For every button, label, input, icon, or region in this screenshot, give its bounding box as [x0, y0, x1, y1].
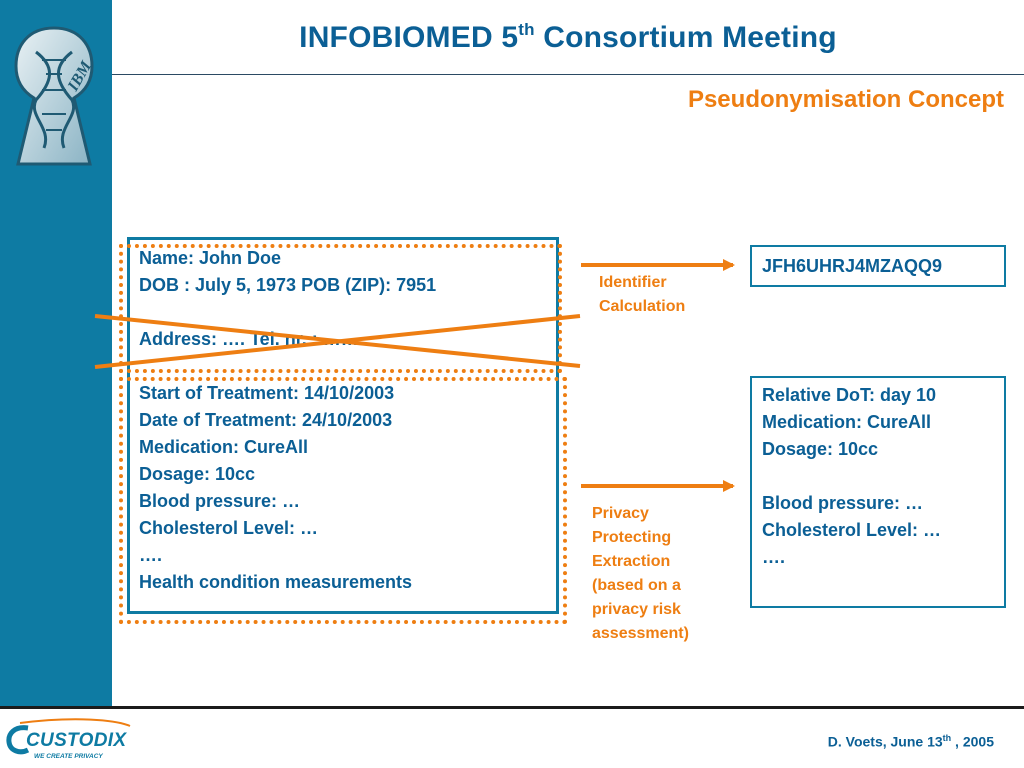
pseudonymised-record-text: Relative DoT: day 10 Medication: CureAll…	[762, 382, 941, 571]
record-line: Cholesterol Level: …	[762, 520, 942, 540]
svg-text:WE CREATE PRIVACY: WE CREATE PRIVACY	[34, 753, 103, 760]
custodix-logo: CUSTODIX WE CREATE PRIVACY	[6, 718, 131, 760]
record-line: Date of Treatment: 24/10/2003	[139, 410, 393, 430]
identifier-calculation-label: Identifier Calculation	[599, 274, 686, 315]
record-line: Medication: CureAll	[762, 412, 932, 432]
record-line: Dosage: 10cc	[139, 464, 256, 484]
identifying-data-region	[119, 244, 562, 373]
record-line: Health condition measurements	[139, 572, 413, 592]
footer-author: D. Voets, June 13th , 2005	[827, 733, 994, 750]
record-line: Dosage: 10cc	[762, 439, 879, 459]
record-line: DOB : July 5, 1973 POB (ZIP): 7951	[139, 275, 437, 295]
record-line: Relative DoT: day 10	[762, 385, 937, 405]
svg-text:CUSTODIX: CUSTODIX	[26, 730, 127, 751]
record-line: ….	[139, 545, 163, 565]
medical-data-region	[119, 377, 567, 624]
record-line: Start of Treatment: 14/10/2003	[139, 383, 395, 403]
privacy-extraction-label: Privacy Protecting Extraction (based on …	[592, 505, 689, 642]
pseudonym-value: JFH6UHRJ4MZAQQ9	[762, 256, 943, 276]
record-line: Blood pressure: …	[139, 491, 301, 511]
patient-record-box	[127, 237, 559, 614]
record-line: Name: John Doe	[139, 248, 282, 268]
cross-out-line	[94, 314, 581, 369]
record-line	[762, 463, 941, 490]
medical-data-text: Start of Treatment: 14/10/2003 Date of T…	[139, 380, 412, 596]
record-line: Cholesterol Level: …	[139, 518, 319, 538]
record-line: ….	[762, 547, 786, 567]
record-line: Blood pressure: …	[762, 493, 924, 513]
pseudonym-box	[750, 245, 1006, 287]
title-divider	[112, 74, 1024, 75]
slide-subtitle: Pseudonymisation Concept	[687, 86, 1004, 113]
footer-divider	[0, 706, 1024, 709]
pseudonymised-record-box	[750, 376, 1006, 608]
keyhole-logo-icon: IBM	[14, 26, 95, 166]
page-title: INFOBIOMED 5th Consortium Meeting	[299, 20, 837, 54]
record-line: Medication: CureAll	[139, 437, 309, 457]
